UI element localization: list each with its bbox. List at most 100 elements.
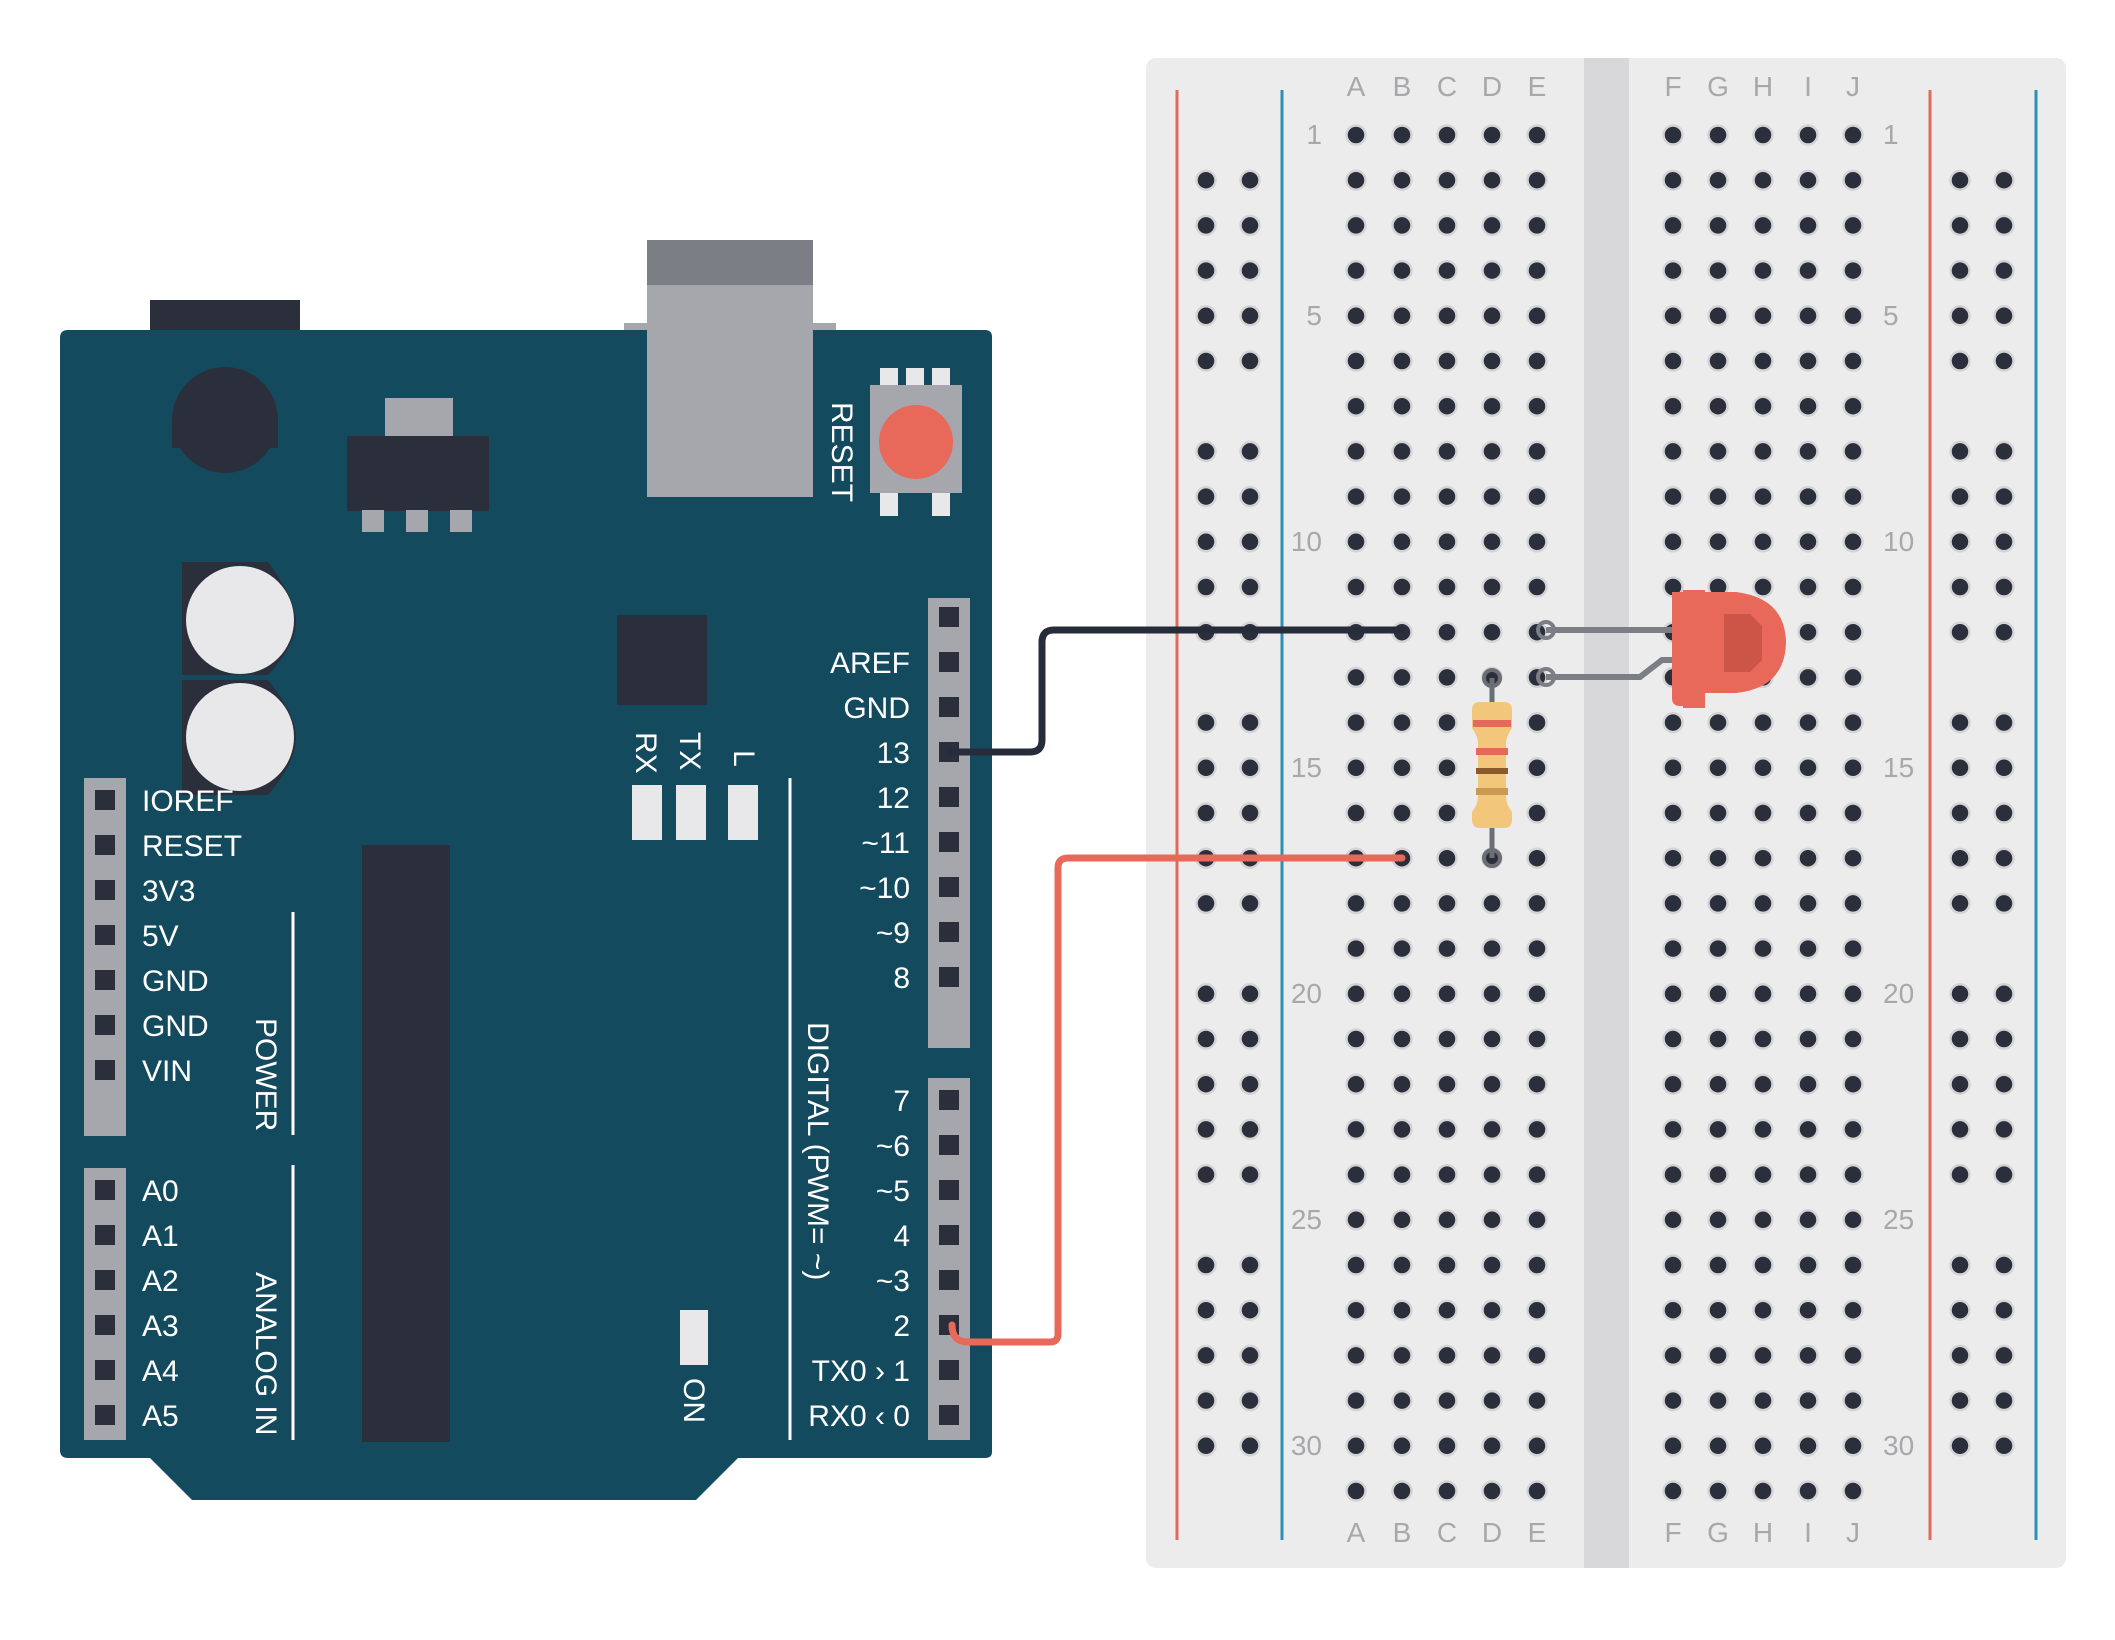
breadboard-hole[interactable]: [1707, 1389, 1729, 1412]
breadboard-hole[interactable]: [1752, 124, 1774, 146]
rail-hole[interactable]: [1195, 259, 1217, 282]
breadboard-hole[interactable]: [1842, 1028, 1864, 1050]
breadboard-hole[interactable]: [1662, 1389, 1684, 1412]
analog-pin[interactable]: [95, 1405, 115, 1425]
breadboard-hole[interactable]: [1436, 802, 1458, 824]
power-pin[interactable]: [95, 880, 115, 900]
breadboard-hole[interactable]: [1345, 440, 1367, 463]
breadboard-hole[interactable]: [1526, 892, 1548, 915]
rail-hole[interactable]: [1949, 259, 1971, 282]
breadboard-hole[interactable]: [1345, 305, 1367, 327]
breadboard-hole[interactable]: [1436, 711, 1458, 734]
rail-hole[interactable]: [1195, 1118, 1217, 1141]
breadboard-hole[interactable]: [1345, 1389, 1367, 1412]
breadboard-hole[interactable]: [1526, 1073, 1548, 1095]
rail-hole[interactable]: [1993, 711, 2015, 734]
rail-hole[interactable]: [1993, 350, 2015, 372]
breadboard-hole[interactable]: [1391, 169, 1413, 191]
breadboard-hole[interactable]: [1797, 1435, 1819, 1457]
breadboard-hole[interactable]: [1797, 305, 1819, 327]
rail-hole[interactable]: [1949, 305, 1971, 327]
breadboard-hole[interactable]: [1752, 1073, 1774, 1095]
breadboard-hole[interactable]: [1752, 440, 1774, 463]
rail-hole[interactable]: [1239, 892, 1261, 915]
breadboard-hole[interactable]: [1526, 1118, 1548, 1141]
breadboard-hole[interactable]: [1662, 892, 1684, 915]
breadboard-hole[interactable]: [1752, 757, 1774, 779]
breadboard-hole[interactable]: [1526, 1163, 1548, 1186]
breadboard-hole[interactable]: [1391, 1163, 1413, 1186]
gnd-wire[interactable]: [948, 626, 1406, 756]
breadboard-hole[interactable]: [1662, 1344, 1684, 1367]
breadboard-hole[interactable]: [1345, 350, 1367, 372]
breadboard-hole[interactable]: [1345, 666, 1367, 689]
rail-hole[interactable]: [1993, 1344, 2015, 1367]
rail-hole[interactable]: [1195, 711, 1217, 734]
breadboard-hole[interactable]: [1345, 1118, 1367, 1141]
breadboard-hole[interactable]: [1797, 259, 1819, 282]
breadboard-hole[interactable]: [1797, 1480, 1819, 1502]
breadboard-hole[interactable]: [1526, 485, 1548, 508]
breadboard-hole[interactable]: [1662, 214, 1684, 237]
breadboard-hole[interactable]: [1391, 485, 1413, 508]
breadboard-hole[interactable]: [1481, 1435, 1503, 1457]
breadboard-hole[interactable]: [1797, 757, 1819, 779]
breadboard-hole[interactable]: [1842, 1209, 1864, 1231]
breadboard-hole[interactable]: [1842, 531, 1864, 553]
power-pin[interactable]: [95, 1015, 115, 1035]
rail-hole[interactable]: [1195, 1389, 1217, 1412]
breadboard-hole[interactable]: [1481, 983, 1503, 1005]
rail-hole[interactable]: [1195, 983, 1217, 1005]
rail-hole[interactable]: [1239, 259, 1261, 282]
breadboard-hole[interactable]: [1707, 711, 1729, 734]
breadboard-hole[interactable]: [1391, 892, 1413, 915]
breadboard-hole[interactable]: [1345, 1073, 1367, 1095]
rail-hole[interactable]: [1195, 757, 1217, 779]
breadboard-hole[interactable]: [1526, 1028, 1548, 1050]
breadboard-hole[interactable]: [1662, 802, 1684, 824]
breadboard-hole[interactable]: [1707, 983, 1729, 1005]
analog-pin[interactable]: [95, 1270, 115, 1290]
breadboard-hole[interactable]: [1797, 1254, 1819, 1276]
breadboard-hole[interactable]: [1391, 1028, 1413, 1050]
rail-hole[interactable]: [1993, 621, 2015, 643]
breadboard-hole[interactable]: [1436, 937, 1458, 960]
breadboard-hole[interactable]: [1752, 1480, 1774, 1502]
rail-hole[interactable]: [1993, 214, 2015, 237]
breadboard-hole[interactable]: [1481, 1163, 1503, 1186]
breadboard-hole[interactable]: [1842, 485, 1864, 508]
breadboard-hole[interactable]: [1797, 802, 1819, 824]
breadboard-hole[interactable]: [1481, 1254, 1503, 1276]
breadboard-hole[interactable]: [1797, 847, 1819, 869]
breadboard-hole[interactable]: [1752, 892, 1774, 915]
rail-hole[interactable]: [1239, 169, 1261, 191]
breadboard-hole[interactable]: [1662, 1073, 1684, 1095]
breadboard-hole[interactable]: [1797, 1209, 1819, 1231]
rail-hole[interactable]: [1993, 1073, 2015, 1095]
breadboard-hole[interactable]: [1752, 350, 1774, 372]
breadboard-hole[interactable]: [1481, 937, 1503, 960]
breadboard-hole[interactable]: [1842, 892, 1864, 915]
rail-hole[interactable]: [1949, 983, 1971, 1005]
breadboard-hole[interactable]: [1481, 169, 1503, 191]
rail-hole[interactable]: [1949, 485, 1971, 508]
rail-hole[interactable]: [1195, 576, 1217, 598]
breadboard-hole[interactable]: [1707, 305, 1729, 327]
breadboard-hole[interactable]: [1662, 124, 1684, 146]
breadboard-hole[interactable]: [1752, 847, 1774, 869]
breadboard-hole[interactable]: [1526, 305, 1548, 327]
breadboard-hole[interactable]: [1481, 1299, 1503, 1321]
breadboard-hole[interactable]: [1662, 1254, 1684, 1276]
breadboard-hole[interactable]: [1662, 169, 1684, 191]
breadboard-hole[interactable]: [1481, 124, 1503, 146]
rail-hole[interactable]: [1239, 485, 1261, 508]
rail-hole[interactable]: [1949, 531, 1971, 553]
rail-hole[interactable]: [1195, 214, 1217, 237]
breadboard-hole[interactable]: [1707, 757, 1729, 779]
breadboard-hole[interactable]: [1662, 1299, 1684, 1321]
breadboard-hole[interactable]: [1345, 983, 1367, 1005]
breadboard-hole[interactable]: [1436, 1435, 1458, 1457]
rail-hole[interactable]: [1949, 1073, 1971, 1095]
breadboard-hole[interactable]: [1436, 169, 1458, 191]
breadboard-hole[interactable]: [1797, 1163, 1819, 1186]
